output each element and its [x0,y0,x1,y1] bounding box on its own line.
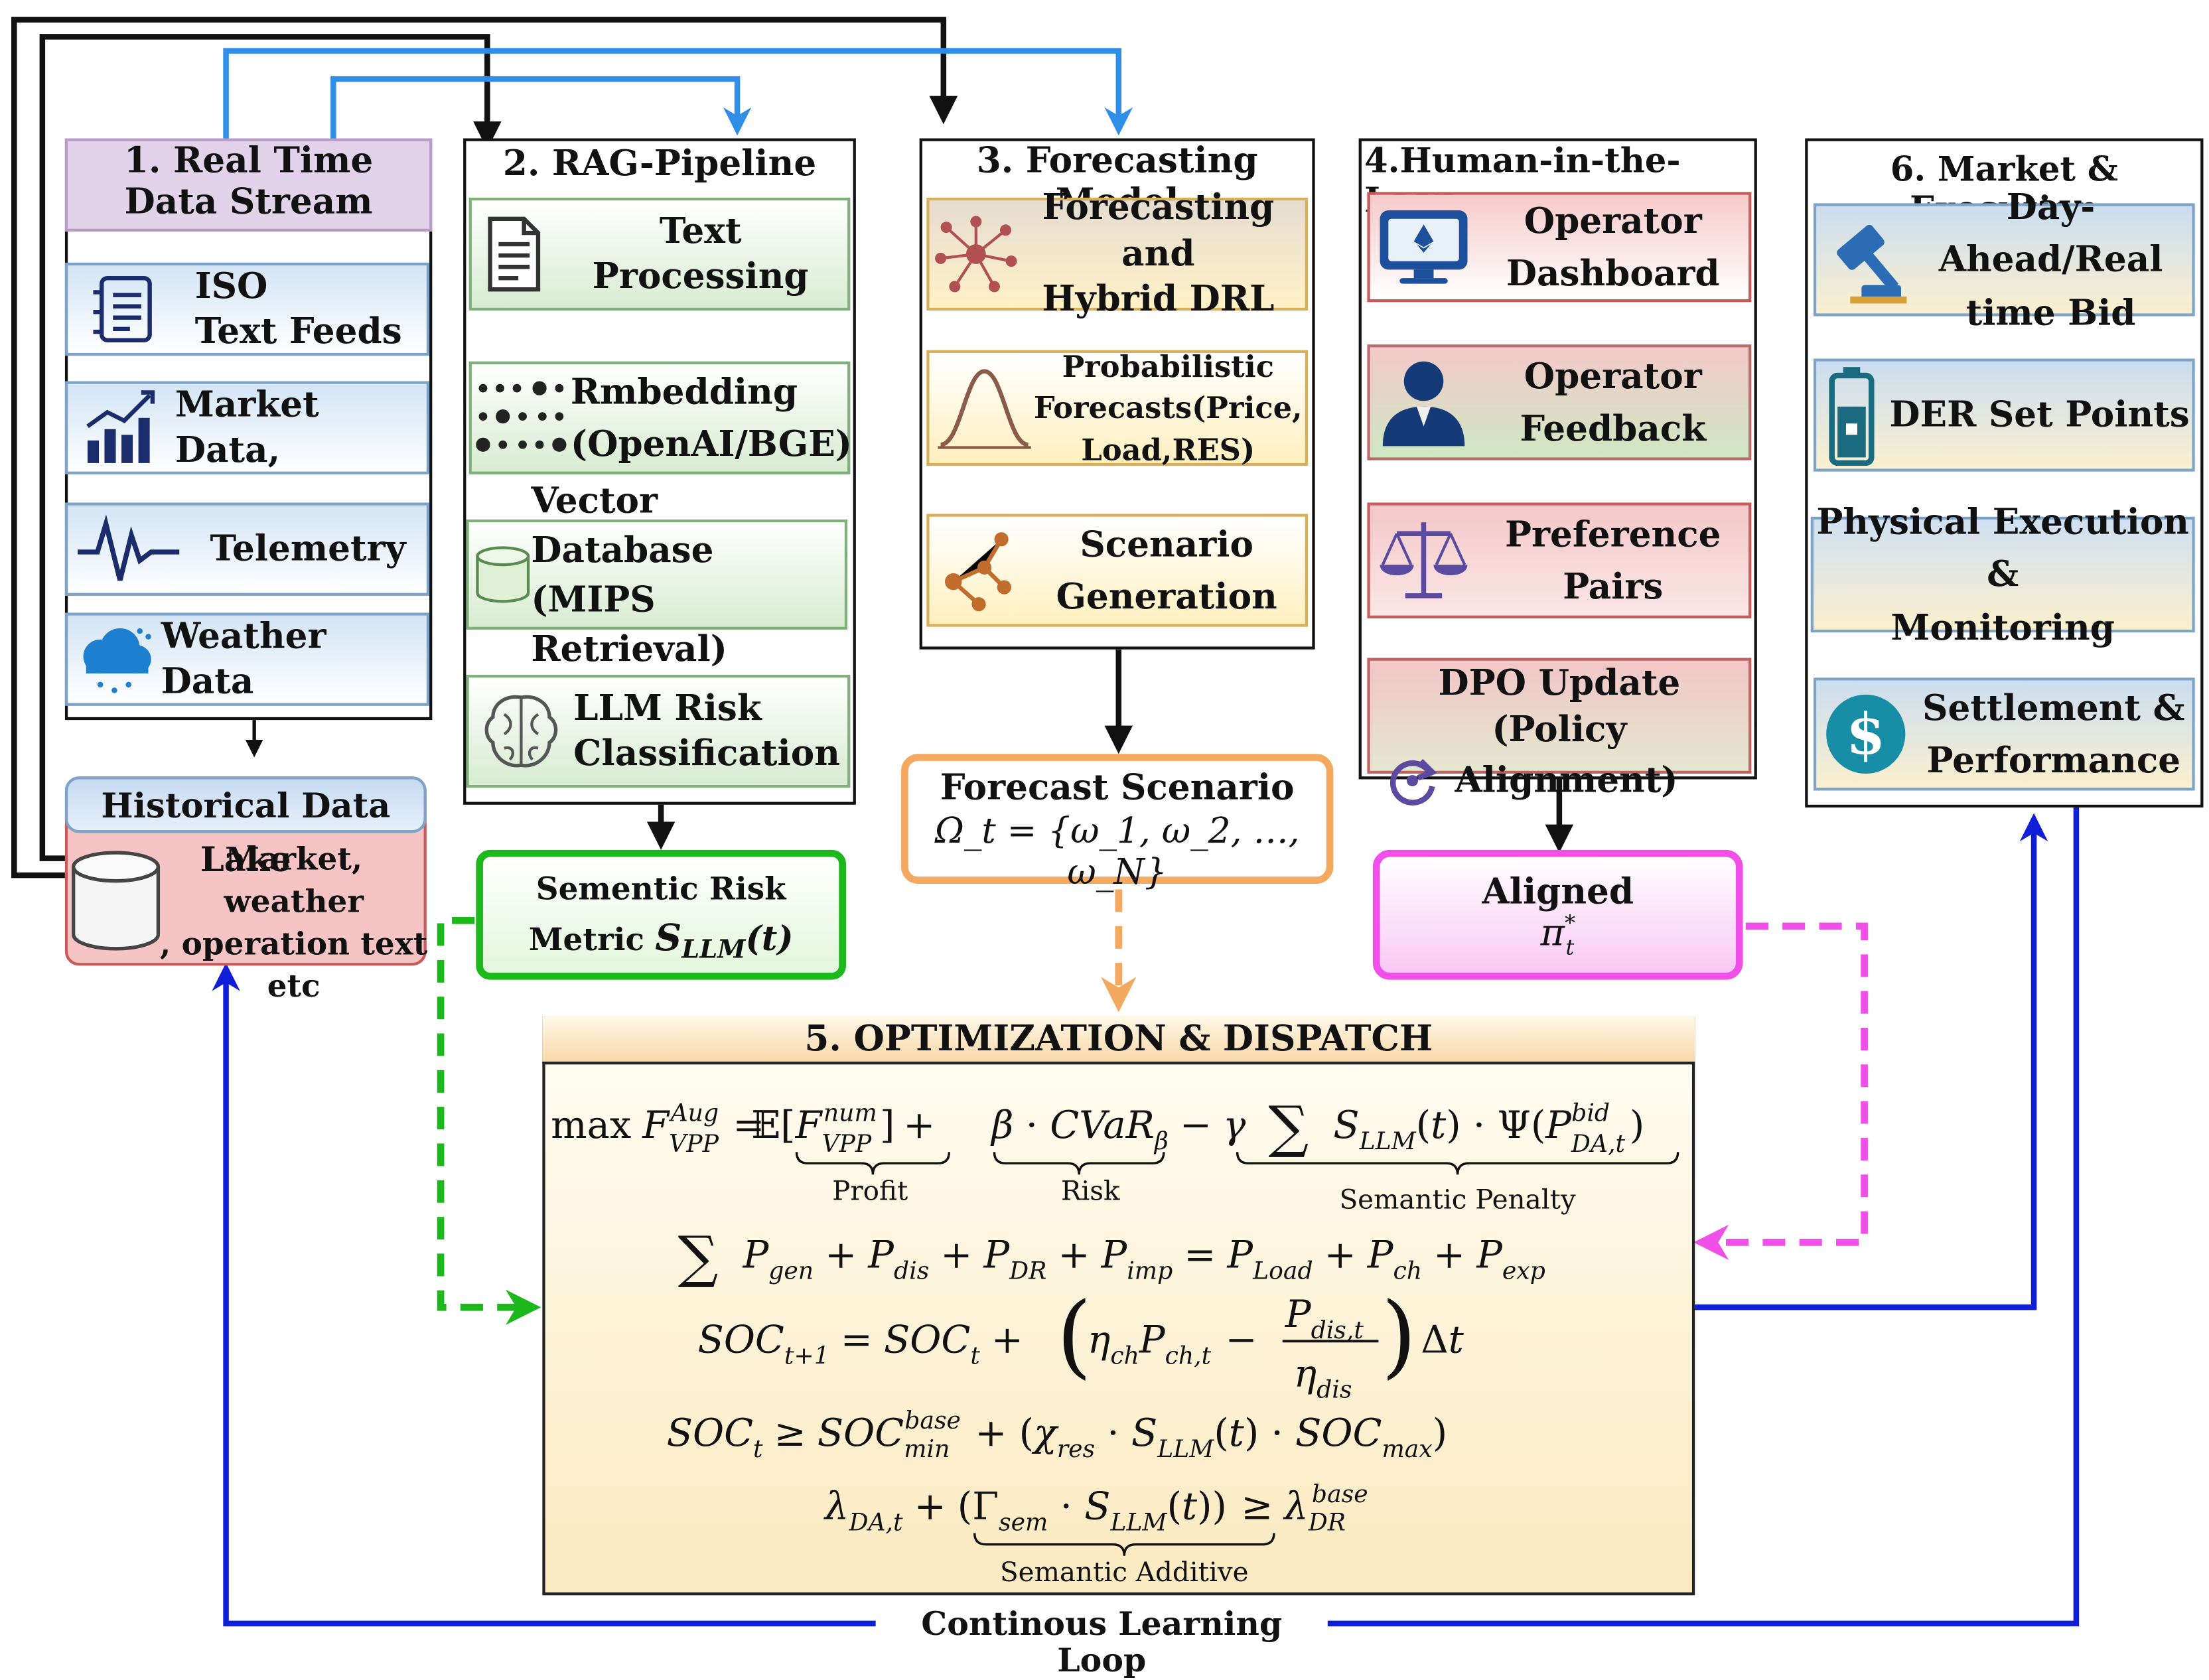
dollar-coin-icon: $ [1816,692,1915,777]
gavel-auction-icon [1816,214,1909,305]
weather-data-box: Weather Data [64,612,430,706]
column-1-title: 1. Real Time Data Stream [64,138,433,232]
embedding-dots-icon [472,374,571,462]
svg-text:λDA,t+(Γsem · SLLM(t))≥λDRbase: λDA,t+(Γsem · SLLM(t))≥λDRbase [823,1480,1368,1537]
vector-database-box: Vector Database (MIPS Retrieval) [466,480,848,669]
refresh-update-icon [1370,752,1455,809]
cloud-rain-icon [68,620,161,699]
svg-text:SOCt≥SOCminbase+ (χres · SLLM(: SOCt≥SOCminbase+ (χres · SLLM(t) · SOCma… [667,1406,1447,1463]
forecast-scenario-box: Forecast Scenario Ω_t = {ω_1, ω_2, …, ω_… [900,754,1334,892]
svg-text:Pdis,t: Pdis,t [1285,1292,1364,1344]
person-user-icon [1370,356,1478,449]
preference-pairs-box: Preference Pairs [1367,502,1752,618]
svg-text:∑: ∑ [1268,1095,1309,1160]
optimization-title: 5. OPTIMIZATION & DISPATCH [542,1016,1695,1065]
scenario-tree-icon [930,525,1029,616]
svg-text:SLLM(t) · Ψ(PDA,tbid): SLLM(t) · Ψ(PDA,tbid) [1333,1098,1644,1158]
battery-icon [1816,364,1887,466]
loop-label: Continous Learning Loop [875,1606,1328,1680]
operator-dashboard-box: Operator Dashboard [1367,192,1752,303]
brain-icon [469,689,574,774]
svg-text:β · CVaRβ−γ: β · CVaRβ−γ [990,1103,1246,1155]
scenario-generation-box: Scenario Generation [926,514,1308,627]
svg-text:∑: ∑ [678,1224,719,1290]
forecasting-hybrid-drl-box: Forecasting and Hybrid DRL [926,186,1308,319]
svg-text:ηdis: ηdis [1294,1351,1352,1403]
physical-execution-box: Physical Execution & Monitoring [1810,501,2195,648]
data-lake-description: Market, weather , operation text etc [160,841,428,1005]
brace-label-risk: Risk [1061,1175,1120,1207]
monitor-dashboard-icon [1370,205,1478,290]
embedding-box: Rmbedding (OpenAI/BGE) [468,361,852,474]
database-cylinder-icon [65,844,167,957]
stream-to-rag-arrow [330,76,752,139]
day-ahead-bid-box: Day-Ahead/Real time Bid [1813,186,2195,333]
probabilistic-forecasts-box: Probabilistic Forecasts(Price, Load,RES) [926,348,1308,467]
market-data-box: Market Data, [64,381,430,474]
bar-chart-growth-icon [68,387,173,468]
brace-label-semantic-penalty: Semantic Penalty [1339,1183,1575,1215]
text-processing-box: Text Processing [468,197,851,311]
stream-to-forecast-arrow [223,48,1133,139]
column-2-title: 2. RAG-Pipeline [502,142,817,184]
optimization-to-market-arrow [1695,813,2048,1310]
svg-text:): ) [1382,1284,1417,1389]
risk-to-optimization-arrow [437,916,541,1325]
network-nodes-icon [930,210,1023,298]
iso-text-feeds-box: ISO Text Feeds [64,262,430,356]
aligned-policy-box: Aligned π*t [1372,849,1743,980]
heartbeat-pulse-icon [68,510,189,589]
llm-risk-classification-box: LLM Risk Classification [466,675,851,788]
bell-curve-icon [930,363,1040,453]
der-set-points-box: DER Set Points [1813,358,2195,472]
svg-text:$: $ [1846,701,1885,768]
document-list-icon [68,269,180,348]
brace-label-semantic-additive: Semantic Additive [1000,1556,1249,1588]
svg-text:ηchPch,t−: ηchPch,t− [1088,1317,1257,1369]
lake-to-rag-arrow [39,34,502,861]
optimization-dispatch-panel [542,1016,1695,1596]
semantic-risk-metric: Sementic Risk Metric SLLM(t) [476,849,846,980]
svg-text:𝔼[FVPPnum]+: 𝔼[FVPPnum]+ [751,1098,935,1158]
svg-text:Δt: Δt [1421,1317,1464,1362]
svg-text:(: ( [1056,1284,1092,1389]
svg-text:SOCt+1=SOCt+: SOCt+1=SOCt+ [697,1317,1023,1369]
data-lake-title: Historical Data Lake [64,776,427,880]
aligned-to-optimization-arrow [1693,922,1868,1260]
balance-scale-icon [1370,514,1478,606]
svg-text:Pgen+Pdis+PDR+Pimp=PLoad+Pch+P: Pgen+Pdis+PDR+Pimp=PLoad+Pch+Pexp [743,1233,1545,1285]
telemetry-box: Telemetry [64,502,430,596]
dpo-update-box: DPO Update (Policy Alignment) [1367,658,1752,805]
vector-db-icon [469,539,537,610]
operator-feedback-box: Operator Feedback [1367,344,1752,460]
document-text-icon [472,213,553,295]
brace-label-profit: Profit [832,1175,908,1207]
settlement-performance-box: $ Settlement & Performance [1813,677,2195,791]
